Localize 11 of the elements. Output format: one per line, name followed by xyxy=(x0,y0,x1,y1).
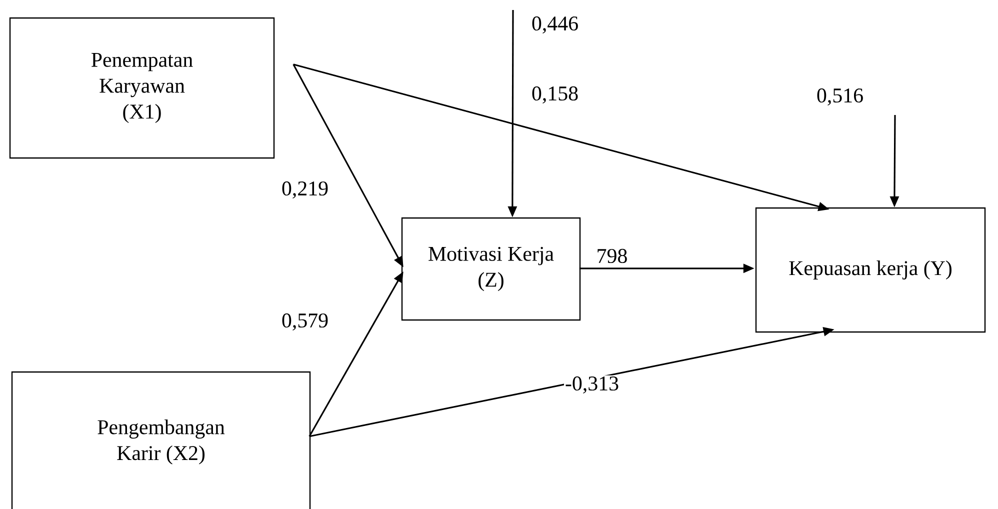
path-coefficient: 0,219 xyxy=(280,180,330,200)
path-coefficient: 0,579 xyxy=(280,312,330,332)
variable-box: Pengembangan Karir (X2) xyxy=(11,371,311,509)
variable-box: Motivasi Kerja (Z) xyxy=(401,217,581,321)
path-coefficient: 0,158 xyxy=(532,86,578,104)
path-coefficient: 0,516 xyxy=(815,87,865,107)
path-coefficient: 798 xyxy=(595,248,629,264)
path-coefficient: -0,313 xyxy=(564,375,620,395)
path-coefficient: 0,446 xyxy=(530,15,580,35)
variable-box: Penempatan Karyawan (X1) xyxy=(9,17,275,159)
variable-box: Kepuasan kerja (Y) xyxy=(755,207,986,333)
